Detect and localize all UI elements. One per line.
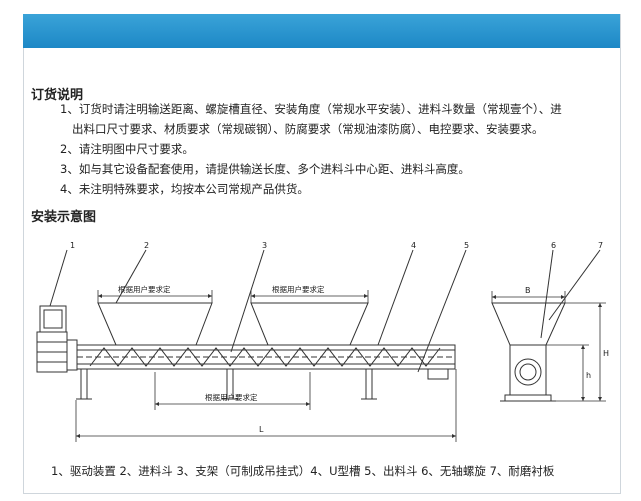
callout-leaders <box>49 249 601 373</box>
u-trough <box>76 344 456 370</box>
install-title: 安装示意图 <box>31 210 97 225</box>
outlet-hopper <box>427 368 449 380</box>
header-banner <box>23 14 620 48</box>
page-frame <box>23 14 621 494</box>
shaftless-spiral <box>89 347 441 367</box>
callout-numbers: 1 2 3 4 5 6 7 <box>70 241 603 250</box>
callout-5: 5 <box>464 241 469 250</box>
ordering-item-4: 4、未注明特殊要求，均按本公司常规产品供货。 <box>60 182 309 196</box>
callout-3: 3 <box>262 241 267 250</box>
end-view <box>491 302 566 402</box>
ordering-item-2: 2、请注明图中尺寸要求。 <box>60 142 194 156</box>
ordering-item-1-cont: 出料口尺寸要求、材质要求（常规碳钢）、防腐要求（常规油漆防腐）、电控要求、安装要… <box>72 122 544 136</box>
dim-label-B: B <box>525 286 531 295</box>
hopper-2-dimension-note: 根据用户要求定 <box>272 284 325 294</box>
end-view-dimensions <box>491 291 606 402</box>
hopper-1-dimension-note: 根据用户要求定 <box>118 284 171 294</box>
callout-6: 6 <box>551 241 556 250</box>
inlet-hopper-2 <box>250 302 369 346</box>
ordering-title: 订货说明 <box>31 88 84 103</box>
drive-unit <box>36 305 78 373</box>
support-spacing-note: 根据用户要求定 <box>205 392 258 402</box>
callout-1: 1 <box>70 241 75 250</box>
dimension-lines <box>75 290 457 442</box>
supports <box>76 368 377 400</box>
ordering-item-1: 1、订货时请注明输送距离、螺旋槽直径、安装角度（常规水平安装）、进料斗数量（常规… <box>60 102 562 116</box>
callout-2: 2 <box>144 241 149 250</box>
inlet-hopper-1 <box>97 302 213 346</box>
parts-legend: 1、驱动装置 2、进料斗 3、支架（可制成吊挂式）4、U型槽 5、出料斗 6、无… <box>51 464 555 478</box>
dim-label-H: H <box>603 349 609 358</box>
dim-label-h: h <box>586 371 591 380</box>
dim-label-L: L <box>259 425 264 434</box>
callout-7: 7 <box>598 241 603 250</box>
callout-4: 4 <box>411 241 416 250</box>
ordering-item-3: 3、如与其它设备配套使用，请提供输送长度、多个进料斗中心距、进料斗高度。 <box>60 162 470 176</box>
